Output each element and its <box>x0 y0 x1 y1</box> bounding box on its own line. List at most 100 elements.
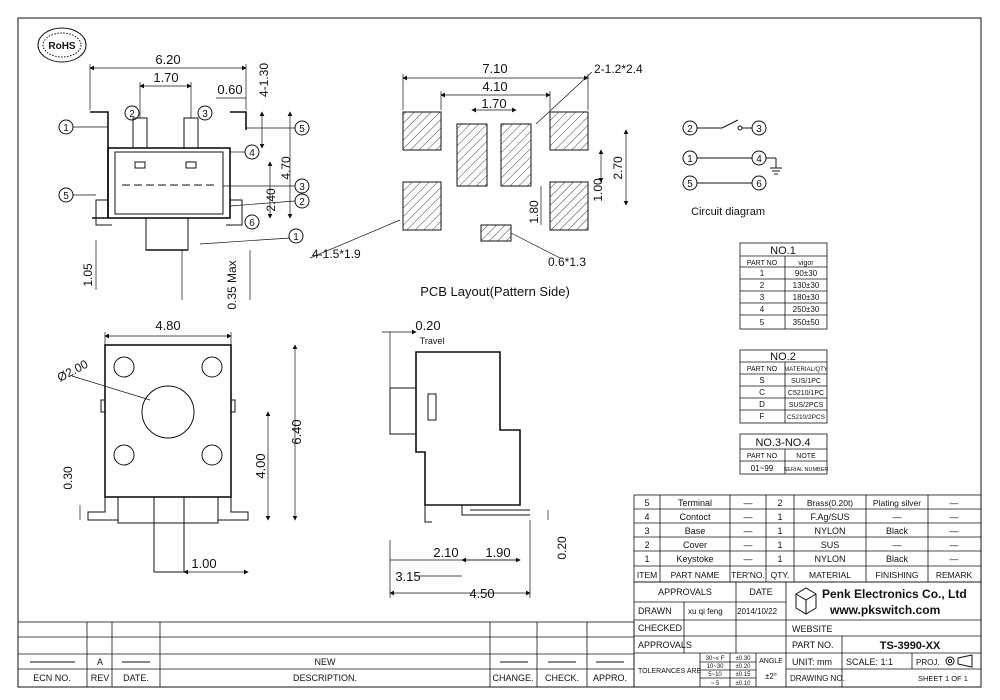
tolerance-range: 30~≤ F <box>706 656 725 662</box>
side-dim-4-50: 4.50 <box>469 586 494 601</box>
bom-item: 3 <box>644 526 649 536</box>
bom-mat: NYLON <box>814 554 845 564</box>
table-no1-header: PART NO <box>747 260 778 267</box>
tolerance-value: ±0.20 <box>736 664 752 670</box>
revision-letter: A <box>97 657 103 667</box>
pcb-layout: 7.10 4.10 1.70 2-1.2*2.4 1.00 2.70 1.80 … <box>402 61 643 299</box>
pcb-title: PCB Layout(Pattern Side) <box>420 284 570 299</box>
revision-header: DESCRIPTION. <box>293 673 357 683</box>
revision-header: DATE. <box>123 673 149 683</box>
dim-2-40: 2.40 <box>264 188 278 212</box>
tolerance-range: ~ 5 <box>711 681 720 687</box>
table-no1-cell: 3 <box>760 293 765 302</box>
drawn-label: DRAWN <box>638 606 672 616</box>
bom-rem: — <box>950 540 959 550</box>
angle-value: ±2° <box>765 672 777 681</box>
circuit-terminal-2: 2 <box>687 124 693 135</box>
bom-name: Keystoke <box>676 554 713 564</box>
pcb-dim-2-1-2x2-4: 2-1.2*2.4 <box>594 62 643 76</box>
bom-header: MATERIAL <box>809 570 851 580</box>
bom-rem: — <box>950 498 959 508</box>
side-travel-label: Travel <box>420 336 445 346</box>
pcb-dim-0-6x1-3: 0.6*1.3 <box>548 255 586 269</box>
rohs-text: RoHS <box>48 41 76 52</box>
table-no1: NO.1 PART NO vigor 1 90±30 2 130±30 3 18… <box>739 242 828 330</box>
front-dim-6-40: 6.40 <box>289 419 304 444</box>
revision-header: CHECK. <box>545 673 579 683</box>
table-no34-header: PART NO <box>747 453 778 460</box>
title-block: APPROVALS DATE DRAWN xu qi feng 2014/10/… <box>633 581 982 688</box>
tolerance-value: ±0.15 <box>736 672 752 678</box>
front-dim-0-30: 0.30 <box>61 466 75 490</box>
side-dim-2-10: 2.10 <box>433 545 458 560</box>
bom-item: 4 <box>644 512 649 522</box>
table-no1-cell: 5 <box>760 318 765 327</box>
table-no2-cell: F <box>760 412 765 421</box>
bom-mat: F.Ag/SUS <box>810 512 849 522</box>
dim-1-05: 1.05 <box>81 263 95 287</box>
callout-3: 3 <box>202 109 208 120</box>
table-no2-cell: C5210/2PCS <box>787 414 826 421</box>
pcb-dim-2-70: 2.70 <box>611 156 625 180</box>
callout-1: 1 <box>63 123 69 134</box>
table-no1-cell: 350±50 <box>793 318 820 327</box>
circuit-terminal-1: 1 <box>687 154 693 165</box>
approvals-label: APPROVALS <box>658 587 712 597</box>
bom-ter: — <box>744 498 753 508</box>
table-no34-header: NOTE <box>796 453 816 460</box>
company-url: www.pkswitch.com <box>829 603 940 617</box>
tolerance-range: 5~10 <box>708 672 722 678</box>
revision-header: REV <box>91 673 110 683</box>
side-dim-3-15: 3.15 <box>395 569 420 584</box>
callout-4: 4 <box>249 148 255 159</box>
dim-4-1-5x1-9: 4-1.5*1.9 <box>312 247 361 261</box>
tolerance-value: ±0.30 <box>736 656 752 662</box>
angle-label: ANGLE <box>759 658 783 665</box>
dim-4-70: 4.70 <box>279 156 293 180</box>
table-no2-cell: D <box>759 400 765 409</box>
projection-symbol-icon <box>945 654 973 668</box>
table-no1-title: NO.1 <box>770 245 796 257</box>
bom-rem: — <box>950 512 959 522</box>
table-no2-header: MATERIAL/QTY <box>784 367 828 373</box>
table-no2-cell: SUS/2PCS <box>789 402 824 409</box>
bom-qty: 1 <box>777 526 782 536</box>
bom-fin: Black <box>886 554 909 564</box>
bom-qty: 1 <box>777 512 782 522</box>
bom-fin: — <box>893 540 902 550</box>
part-number: TS-3990-XX <box>880 640 941 652</box>
callout-1-right: 1 <box>293 232 299 243</box>
callout-5-left: 5 <box>63 191 69 202</box>
company-name: Penk Electronics Co., Ltd <box>822 587 967 601</box>
bom-qty: 1 <box>777 540 782 550</box>
unit-label: UNIT: mm <box>792 657 832 667</box>
part-no-label: PART NO. <box>792 640 834 650</box>
circuit-title: Circuit diagram <box>691 206 765 218</box>
callout-3-right: 3 <box>299 182 305 193</box>
bom-name: Terminal <box>678 498 712 508</box>
bom-header-row: ITEM PART NAME TER'NO. QTY. MATERIAL FIN… <box>637 570 973 580</box>
side-dim-1-90: 1.90 <box>485 545 510 560</box>
table-no2-title: NO.2 <box>770 351 796 363</box>
drawing-no-label: DRAWING NO. <box>790 674 845 683</box>
pcb-dim-4-10: 4.10 <box>482 79 507 94</box>
bom-row-base: 3 Base — 1 NYLON Black — <box>644 526 958 536</box>
bom-ter: — <box>744 540 753 550</box>
table-no2-cell: S <box>759 376 764 385</box>
table-no1-cell: 130±30 <box>793 281 820 290</box>
website-label: WEBSITE <box>792 624 833 634</box>
projection-label: PROJ. <box>916 658 940 667</box>
dim-6-20: 6.20 <box>155 52 180 67</box>
tolerances-label: TOLERANCES ARE <box>638 668 702 675</box>
bom-qty: 1 <box>777 554 782 564</box>
table-no2-cell: SUS/1PC <box>791 378 821 385</box>
approvals-row-label: APPROVALS <box>638 640 692 650</box>
bom-item: 1 <box>644 554 649 564</box>
bom-fin: Plating silver <box>873 498 921 508</box>
pcb-dim-1-00: 1.00 <box>591 178 605 202</box>
bom-row-terminal: 5 Terminal — 2 Brass(0.20t) Plating silv… <box>644 498 958 508</box>
front-view: 4.80 Ø2.00 6.40 4.00 0.30 1.00 <box>55 318 304 575</box>
circuit-terminal-3: 3 <box>756 124 762 135</box>
side-dim-0-20-b: 0.20 <box>555 536 569 560</box>
bom-header: FINISHING <box>876 570 919 580</box>
